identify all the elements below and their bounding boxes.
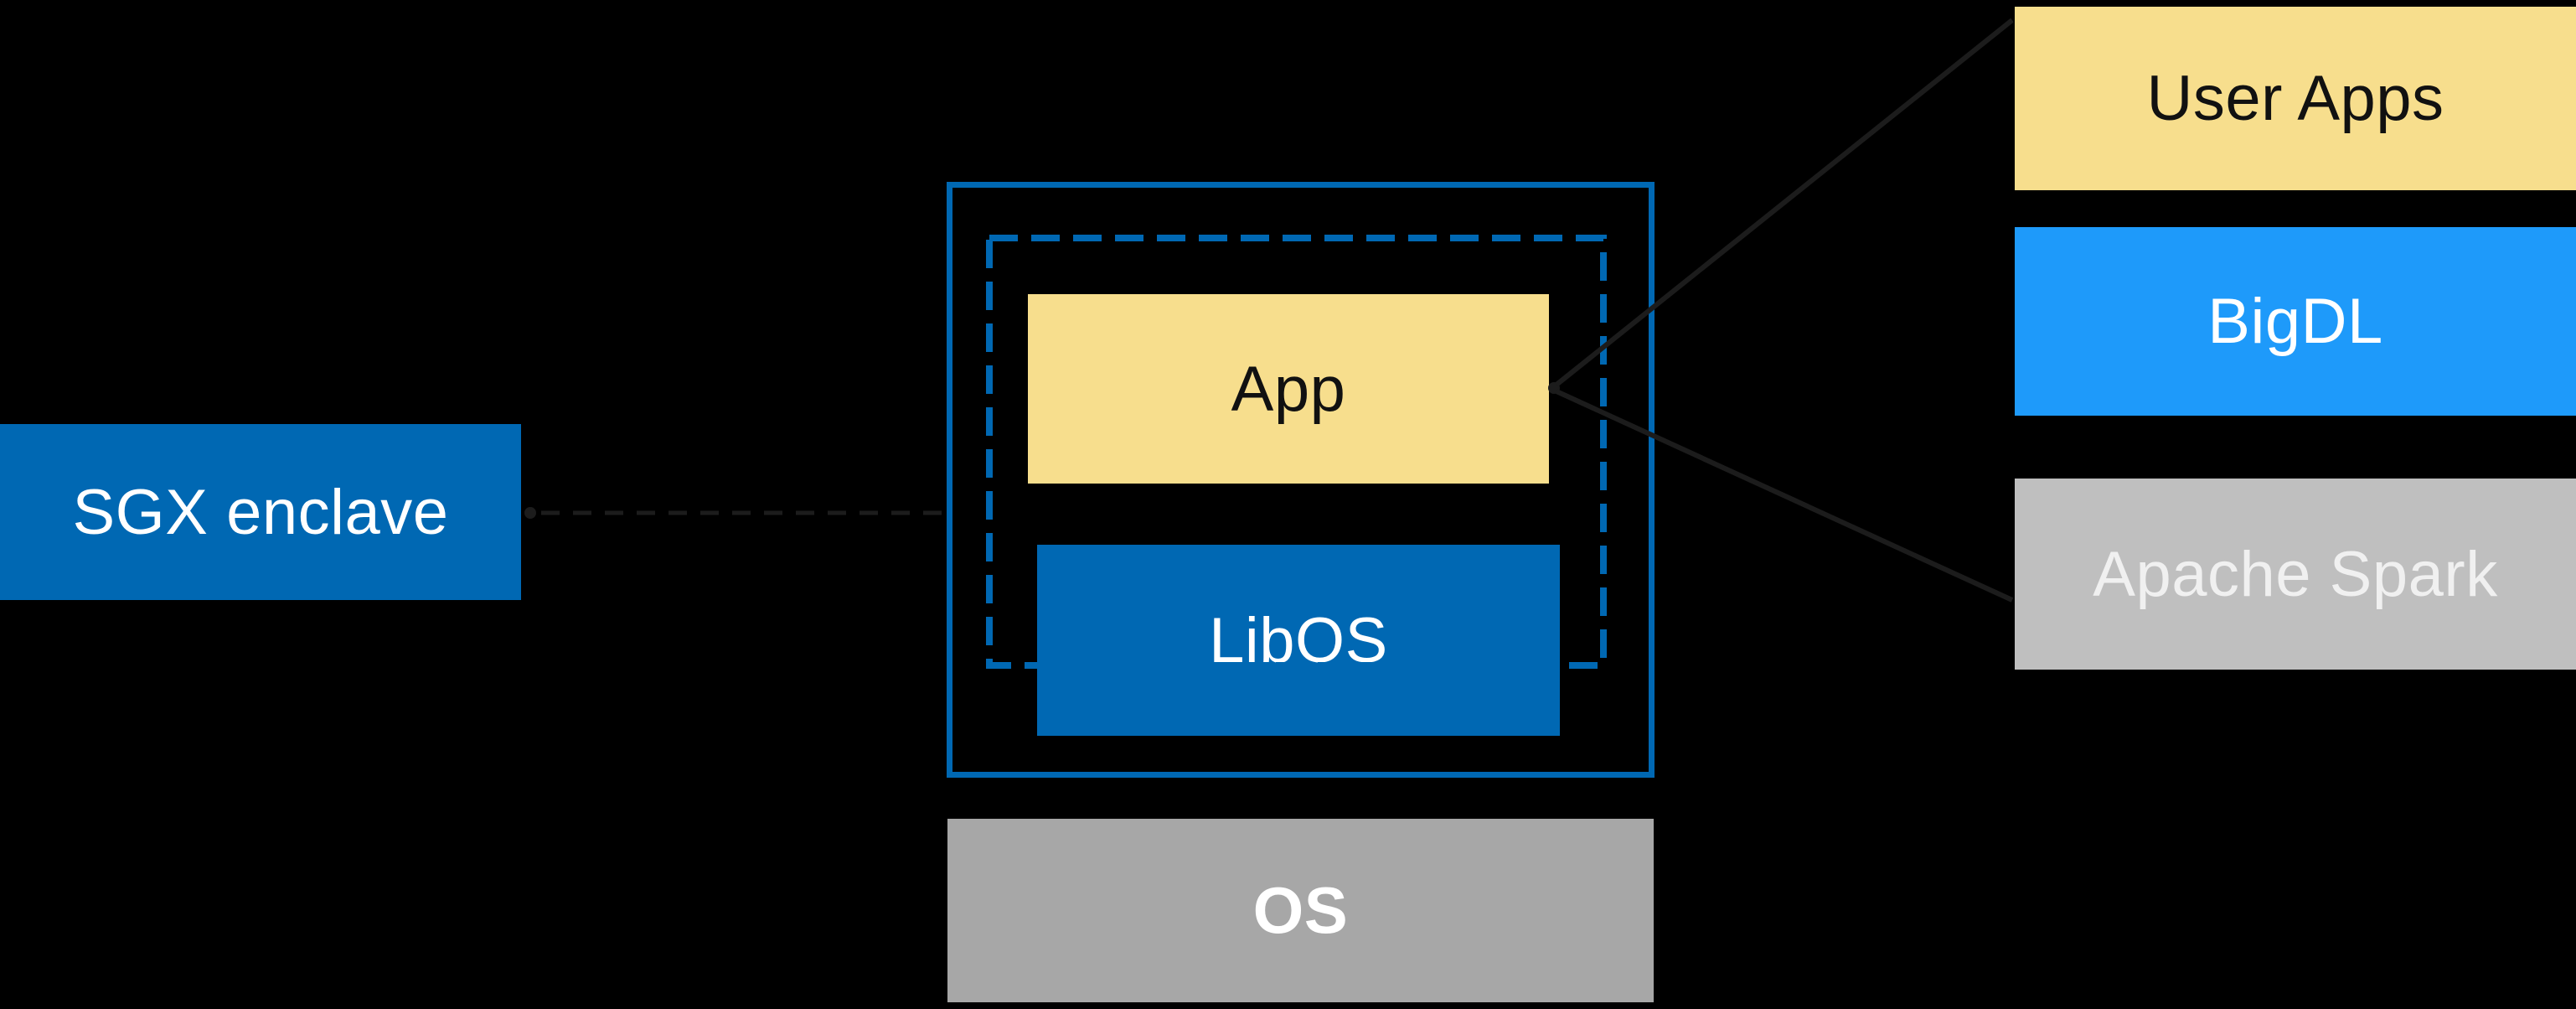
libos-box: LibOS xyxy=(1037,545,1560,736)
sgx-enclave-label: SGX enclave xyxy=(72,476,449,548)
app-label: App xyxy=(1231,353,1346,425)
apache-spark-box: Apache Spark xyxy=(2015,479,2576,670)
sgx-callout-dot xyxy=(524,507,536,519)
user-apps-box: User Apps xyxy=(2015,7,2576,190)
app-box: App xyxy=(1028,294,1549,484)
libos-label: LibOS xyxy=(1209,604,1388,676)
bigdl-box: BigDL xyxy=(2015,227,2576,416)
os-label: OS xyxy=(1252,873,1349,947)
os-box: OS xyxy=(947,819,1654,1002)
bigdl-label: BigDL xyxy=(2207,286,2383,357)
user-apps-label: User Apps xyxy=(2146,63,2444,134)
apache-spark-label: Apache Spark xyxy=(2093,538,2498,610)
sgx-enclave-box: SGX enclave xyxy=(0,424,521,600)
